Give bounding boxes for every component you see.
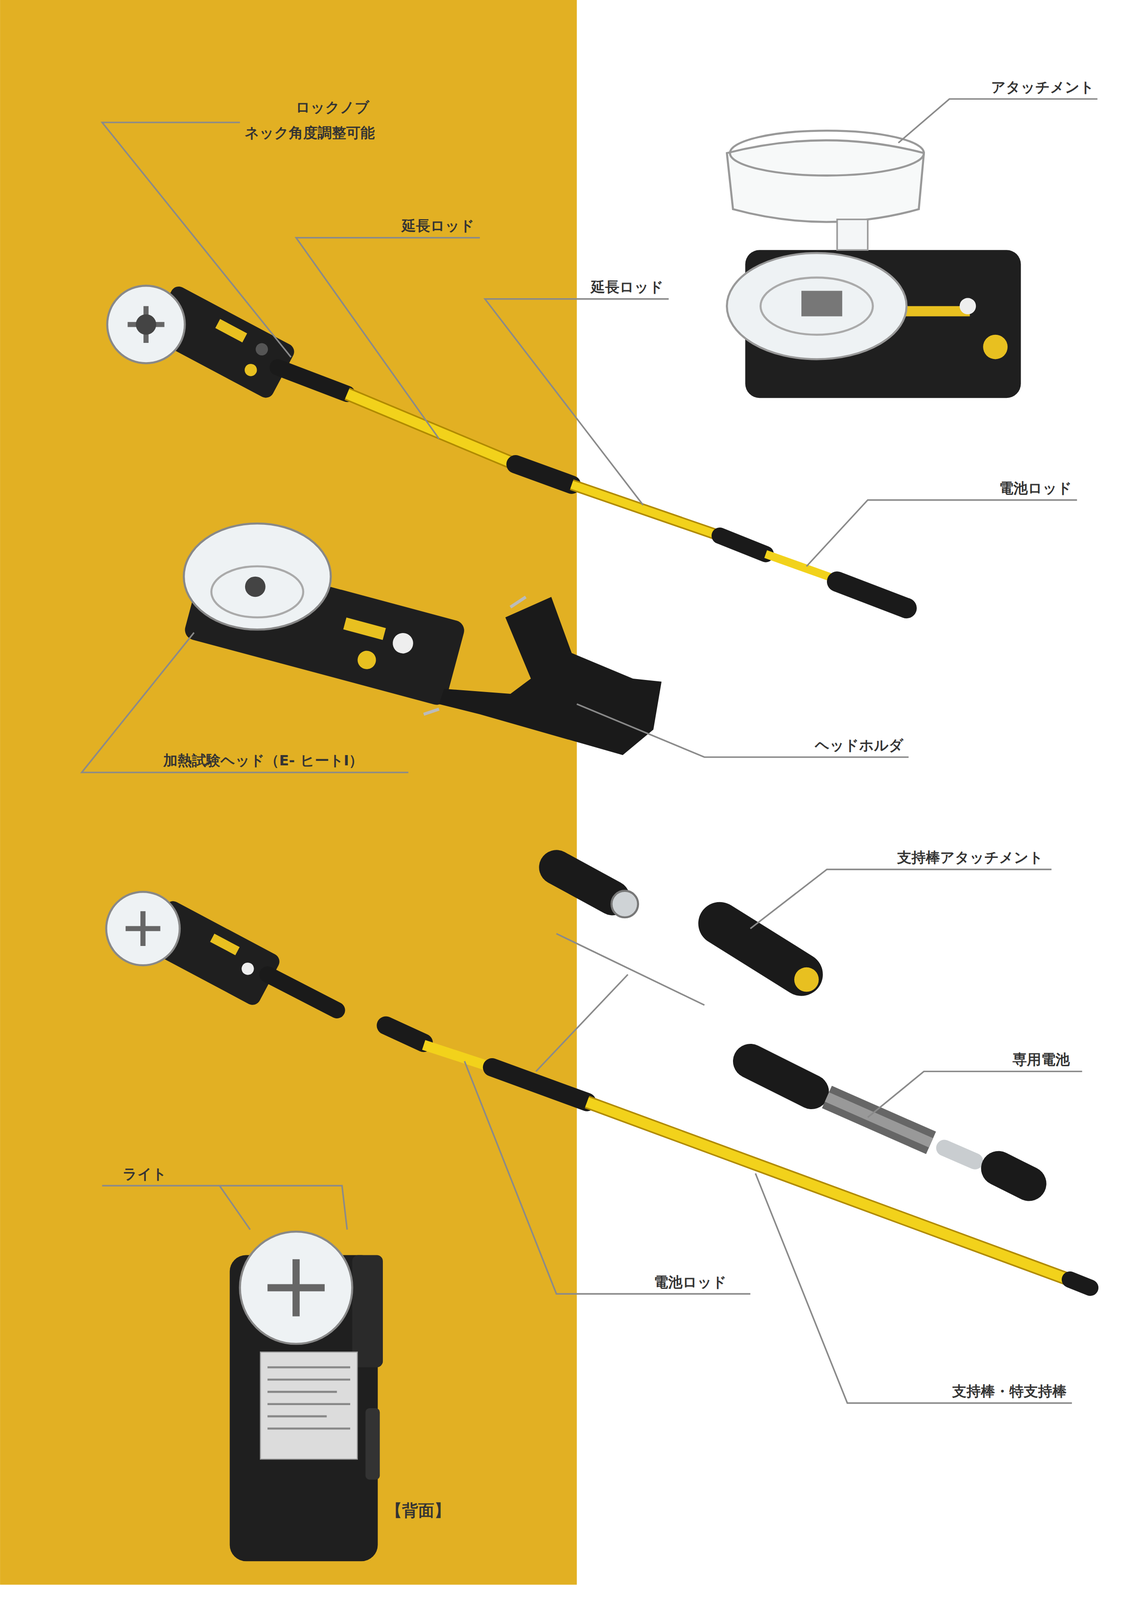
leader-lines — [81, 98, 1098, 1404]
part-label: ネック角度調整可能 — [244, 123, 375, 142]
back-view-figure — [229, 1232, 383, 1562]
part-label: ライト — [122, 1165, 167, 1184]
part-label: ヘッドホルダ — [814, 736, 904, 755]
part-label: 延長ロッド — [590, 278, 664, 297]
part-label: 電池ロッド — [653, 1273, 727, 1292]
attachment-figure — [726, 130, 1021, 399]
yellow-panel — [0, 0, 577, 1586]
part-label: 専用電池 — [1012, 1050, 1070, 1069]
view-label: 【背面】 — [385, 1501, 451, 1522]
heating-head-figure — [182, 523, 467, 708]
bottom-assembly — [105, 867, 1090, 1289]
part-label: 延長ロッド — [401, 216, 475, 235]
part-label: アタッチメント — [991, 78, 1095, 97]
part-label: 電池ロッド — [999, 479, 1073, 498]
part-label: 支持棒・特支持棒 — [952, 1382, 1067, 1401]
part-label: ロックノブ — [295, 98, 370, 117]
head-holder-figure — [423, 597, 662, 756]
part-label: 加熱試験ヘッド（E- ヒートⅠ） — [163, 751, 364, 770]
part-label: 支持棒アタッチメント — [897, 848, 1044, 867]
battery-figure — [750, 1061, 1030, 1185]
